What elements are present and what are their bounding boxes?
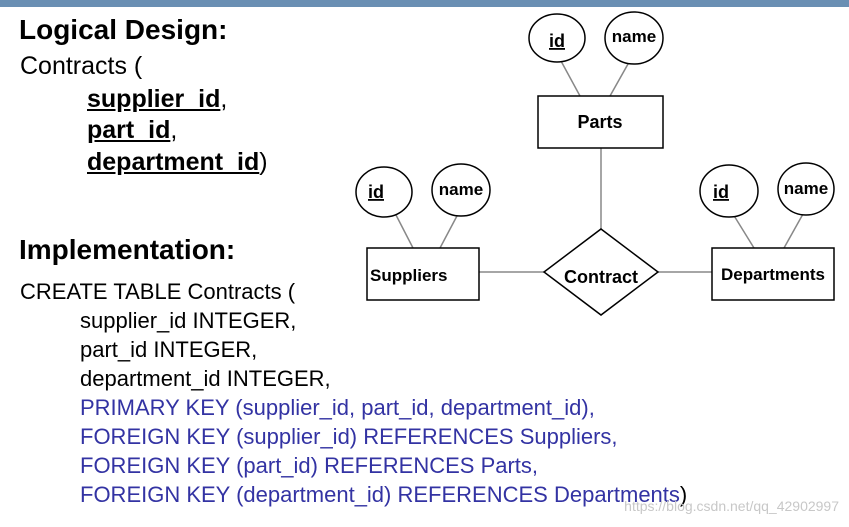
- suppliers-id-connector: [395, 214, 414, 249]
- watermark-url: https://blog.csdn.net/qq_42902997: [624, 498, 839, 514]
- contracts-schema-open: Contracts (: [20, 52, 143, 80]
- connector-lines: [395, 60, 804, 273]
- attr-parts-id-label: id: [549, 31, 565, 51]
- entity-suppliers: Suppliers: [366, 247, 480, 301]
- schema-key-department-id: department_id): [87, 148, 268, 177]
- relationship-contract-label: Contract: [564, 267, 638, 287]
- attr-suppliers-id-label: id: [368, 182, 384, 202]
- key-name: supplier_id: [87, 85, 221, 113]
- key-punct: ,: [170, 116, 178, 144]
- sql-foreign-key-parts: FOREIGN KEY (part_id) REFERENCES Parts,: [80, 453, 539, 478]
- attr-suppliers-id: id: [355, 166, 413, 218]
- key-name: part_id: [87, 116, 171, 144]
- departments-name-connector: [783, 213, 804, 249]
- sql-create-line: CREATE TABLE Contracts (: [20, 279, 296, 304]
- top-bar: [0, 0, 849, 7]
- entity-parts-label: Parts: [577, 112, 622, 132]
- sql-column-supplier-id: supplier_id INTEGER,: [80, 308, 297, 333]
- parts-id-connector: [560, 60, 581, 97]
- sql-primary-key: PRIMARY KEY (supplier_id, part_id, depar…: [80, 395, 595, 420]
- schema-key-part-id: part_id,: [87, 116, 177, 145]
- logical-design-heading: Logical Design:: [19, 14, 228, 45]
- entity-departments-label: Departments: [721, 265, 825, 284]
- attr-suppliers-name-label: name: [439, 180, 483, 199]
- entity-departments: Departments: [711, 247, 835, 301]
- key-name: department_id: [87, 148, 260, 176]
- attr-departments-id: id: [699, 164, 759, 218]
- attr-departments-name: name: [777, 162, 835, 216]
- sql-foreign-key-departments: FOREIGN KEY (department_id) REFERENCES D…: [80, 482, 680, 507]
- implementation-heading: Implementation:: [19, 234, 236, 265]
- sql-column-part-id: part_id INTEGER,: [80, 337, 258, 362]
- attr-suppliers-name: name: [431, 163, 491, 217]
- attr-departments-id-label: id: [713, 182, 729, 202]
- sql-close-paren: ): [679, 482, 688, 507]
- departments-id-connector: [732, 213, 755, 249]
- attr-parts-id: id: [528, 13, 586, 63]
- entity-parts: Parts: [537, 95, 664, 149]
- suppliers-name-connector: [439, 213, 459, 249]
- attr-departments-name-label: name: [784, 179, 828, 198]
- attr-parts-name: name: [604, 11, 664, 65]
- key-punct: ): [259, 148, 268, 176]
- key-punct: ,: [220, 85, 228, 113]
- sql-foreign-key-departments-line: FOREIGN KEY (department_id) REFERENCES D…: [80, 482, 687, 508]
- relationship-contract: Contract: [542, 228, 660, 316]
- sql-foreign-key-suppliers: FOREIGN KEY (supplier_id) REFERENCES Sup…: [80, 424, 618, 449]
- sql-column-department-id: department_id INTEGER,: [80, 366, 331, 391]
- parts-name-connector: [609, 63, 629, 97]
- schema-key-supplier-id: supplier_id,: [87, 85, 227, 114]
- entity-suppliers-label: Suppliers: [370, 266, 447, 285]
- attr-parts-name-label: name: [612, 27, 656, 46]
